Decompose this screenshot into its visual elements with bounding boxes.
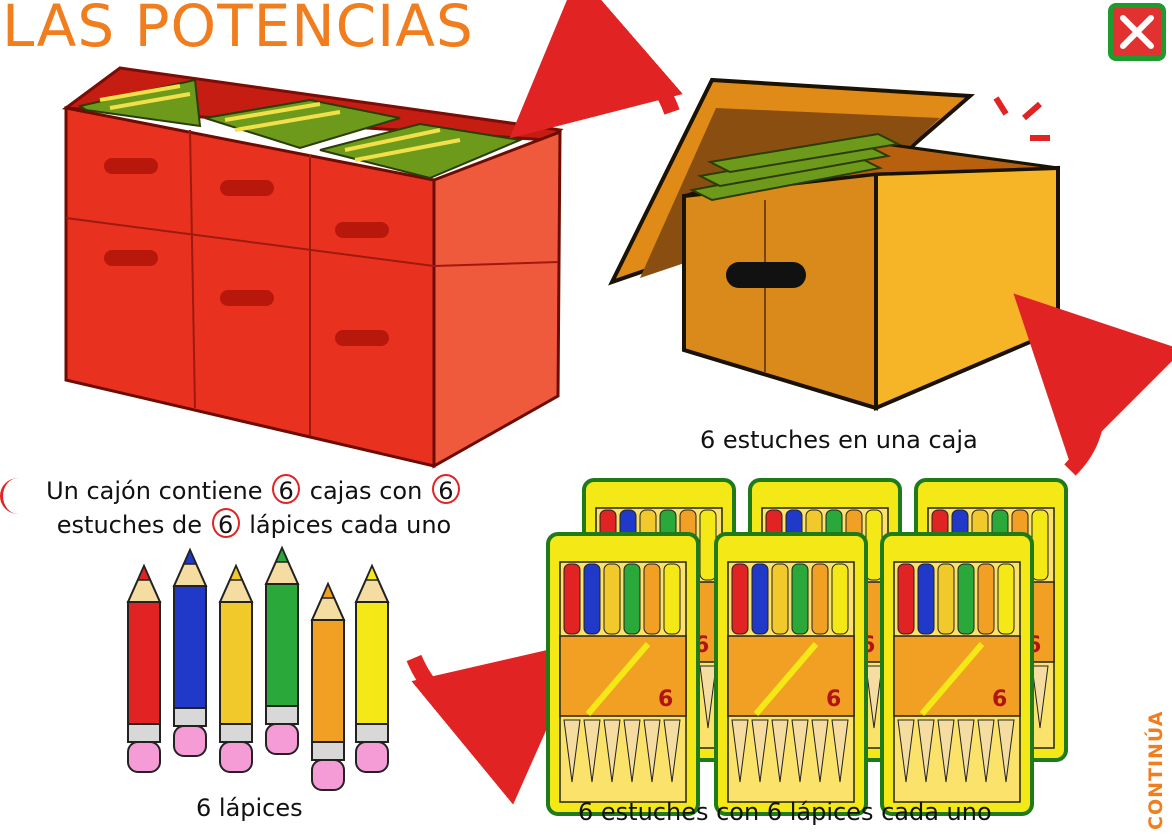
pencil-icon	[264, 545, 300, 755]
pencils-illustration	[126, 545, 390, 791]
caption-pencils: 6 lápices	[196, 794, 303, 822]
caption-cases: 6 estuches con 6 lápices cada uno	[578, 798, 992, 826]
continue-button[interactable]: CONTINÚA	[1145, 710, 1167, 830]
pencil-icon	[172, 547, 208, 757]
pencil-icon	[126, 563, 162, 773]
page-title: LAS POTENCIAS	[2, 0, 474, 60]
cardboard-box-illustration	[608, 77, 1060, 412]
description-part1: Un cajón contiene	[46, 477, 263, 505]
description-part2: cajas con	[309, 477, 423, 505]
pencil-case-icon: 6	[546, 532, 700, 816]
drawer-cabinet-illustration	[61, 66, 564, 469]
caption-box: 6 estuches en una caja	[700, 426, 978, 454]
description-bracket	[0, 478, 25, 514]
pencil-case-icon: 6	[880, 532, 1034, 816]
close-button[interactable]	[1108, 3, 1166, 61]
pencil-icon	[354, 563, 390, 773]
number-circle: 6	[431, 474, 460, 505]
pencil-case-icon: 6	[714, 532, 868, 816]
description-text: Un cajón contiene 6 cajas con 6 estuches…	[4, 474, 504, 542]
pencil-icon	[218, 563, 254, 773]
arrow-box-to-cabinet	[509, 0, 683, 139]
number-circle: 6	[211, 508, 240, 539]
number-circle: 6	[272, 474, 301, 505]
description-part4: lápices cada uno	[249, 511, 452, 539]
arrow-cases-to-box	[1013, 293, 1172, 476]
description-part3: estuches de	[56, 511, 202, 539]
pencil-cases-illustration: 666666	[546, 478, 1068, 816]
pencil-case-label: 6	[826, 687, 841, 712]
pencil-icon	[310, 581, 346, 791]
pencil-case-label: 6	[658, 687, 673, 712]
pencil-case-label: 6	[992, 687, 1007, 712]
arrow-pencils-to-cases	[406, 641, 586, 805]
close-icon	[1120, 15, 1154, 49]
